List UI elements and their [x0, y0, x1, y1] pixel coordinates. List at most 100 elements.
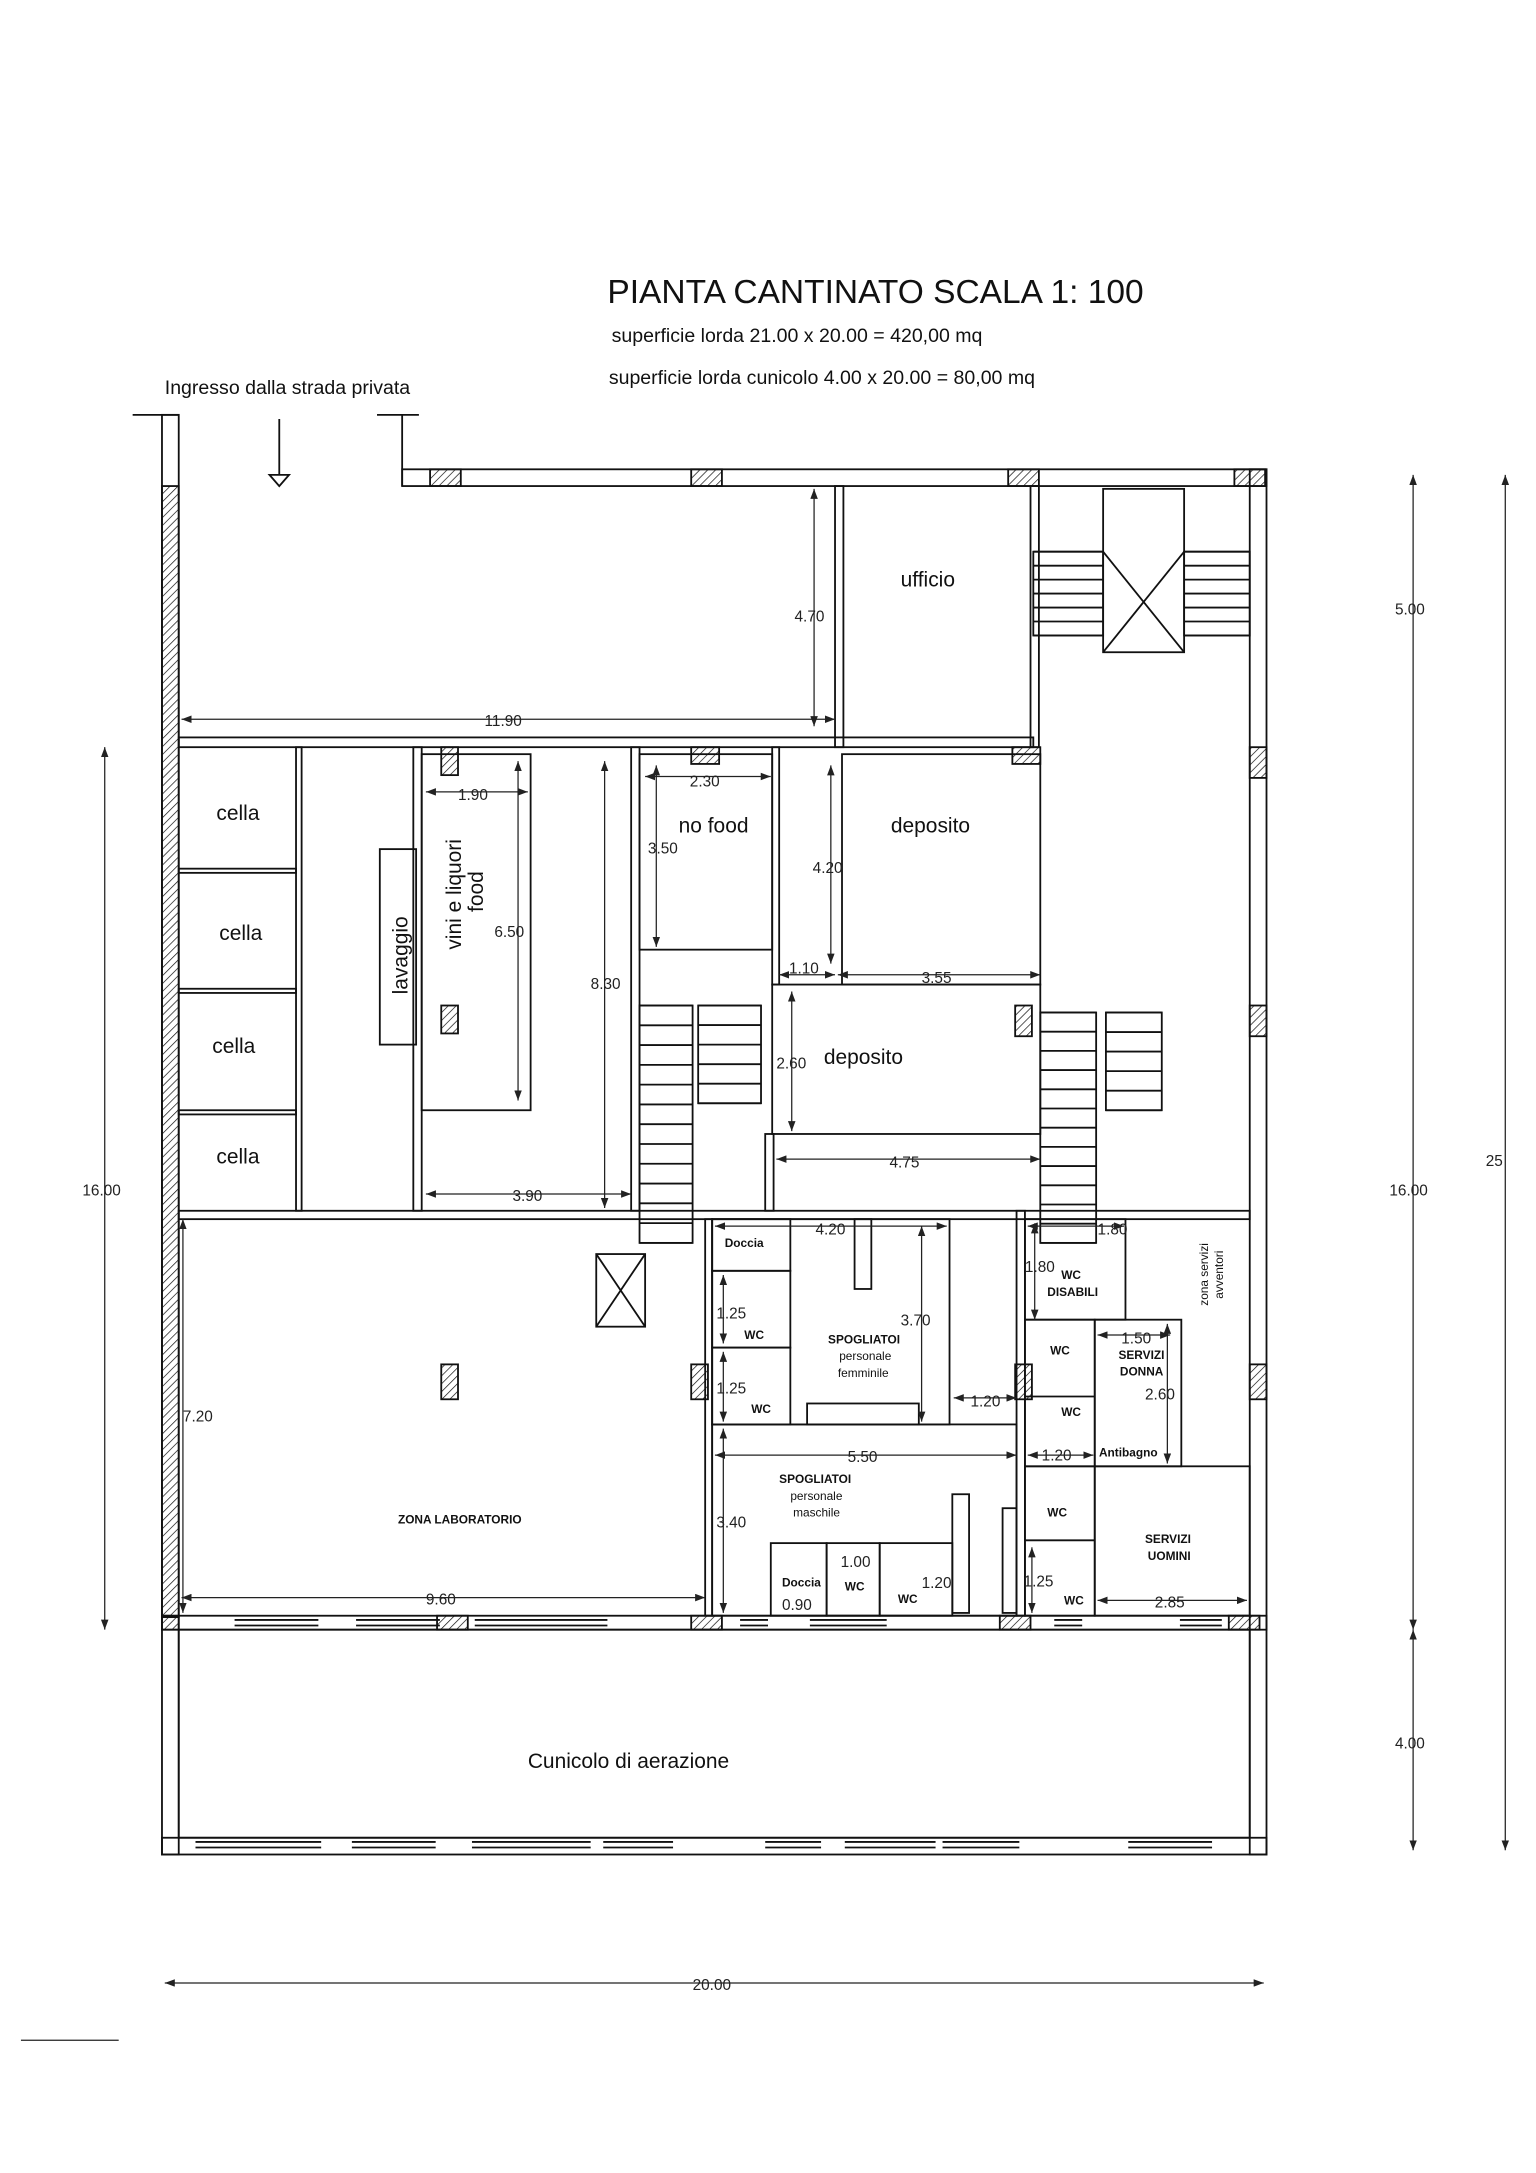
dim-label: 2.60 — [776, 1055, 806, 1072]
dim-label: 1.25 — [716, 1305, 746, 1322]
hatched-pillar — [690, 468, 723, 487]
hatched-pillar — [998, 1614, 1032, 1631]
entrance-label: Ingresso dalla strada privata — [165, 377, 410, 399]
dim-label: 4.20 — [813, 860, 843, 877]
room-deposito-1: deposito — [891, 814, 970, 837]
cunicolo — [177, 1628, 1251, 1839]
partition-cella — [177, 987, 297, 994]
room-wc-m2: WC — [898, 1592, 918, 1606]
hatched-pillar — [440, 746, 459, 777]
stair-outline — [638, 1004, 694, 1244]
partition-stair — [1029, 485, 1040, 749]
hatched-pillar — [1248, 1363, 1268, 1401]
dim-label: 16.00 — [1389, 1182, 1427, 1199]
dim-label: 7.20 — [183, 1409, 213, 1426]
dim-label: 5.50 — [848, 1449, 878, 1466]
room-cella-1: cella — [216, 802, 259, 825]
hatched-pillar — [1248, 746, 1268, 779]
dim-label: 1.25 — [716, 1381, 746, 1398]
dim-label: 1.50 — [1121, 1330, 1151, 1347]
room-spogliatoi-m-maschile: maschile — [793, 1506, 840, 1520]
bench — [951, 1493, 970, 1614]
dim-label: 0.90 — [782, 1597, 812, 1614]
partition — [771, 746, 781, 986]
stair-outline — [1105, 1011, 1163, 1112]
partition-cella — [177, 867, 297, 874]
dim-label: 11.90 — [485, 713, 522, 730]
dim-label: 2.30 — [690, 773, 720, 790]
room-deposito — [841, 753, 1042, 986]
staircase-left — [638, 1004, 694, 1244]
hatched-pillar — [440, 1363, 459, 1401]
staircase-top-right — [1183, 550, 1251, 637]
staircase-top-left — [1032, 550, 1105, 637]
partition-cella — [177, 1109, 297, 1116]
partition — [177, 736, 1035, 749]
partition — [764, 1133, 775, 1212]
zona-servizi-line1: zona servizi — [1197, 1243, 1211, 1306]
dim-label: 4.70 — [795, 609, 825, 626]
room-wc-f2: WC — [751, 1402, 771, 1416]
dim-label: 3.55 — [922, 970, 952, 987]
east-wall — [1248, 468, 1268, 1856]
dim-label: 1.90 — [458, 787, 488, 804]
hatched-pillar — [1014, 1363, 1033, 1401]
bench — [806, 1402, 920, 1426]
room-cunicolo: Cunicolo di aerazione — [528, 1750, 729, 1773]
area-line-1: superficie lorda 21.00 x 20.00 = 420,00 … — [612, 325, 983, 347]
room-spogliatoi-m-personale: personale — [790, 1489, 842, 1503]
room-vini-line2: food — [465, 871, 488, 912]
room-wc-donna — [1024, 1318, 1096, 1468]
dim-label: 6.50 — [494, 924, 524, 941]
staircase-right-b — [1105, 1011, 1163, 1112]
room-vini-line1: vini e liquori — [443, 839, 466, 950]
dim-label: 1.20 — [970, 1393, 1000, 1410]
cunicolo-south-wall — [161, 1836, 1268, 1856]
dim-label: 9.60 — [426, 1592, 456, 1609]
partition — [1015, 1209, 1026, 1617]
lab-shaft — [595, 1253, 647, 1328]
staircase-left-b — [697, 1004, 762, 1105]
dimension-lines — [20, 474, 1510, 2041]
room-lavaggio: lavaggio — [390, 916, 413, 994]
room-antibagno: Antibagno — [1099, 1446, 1158, 1460]
dim-label: 1.80 — [1025, 1259, 1055, 1276]
dim-label: 4.75 — [889, 1154, 919, 1171]
room-vini — [420, 753, 532, 1112]
room-doccia-f: Doccia — [725, 1236, 764, 1250]
room-ufficio: ufficio — [901, 569, 955, 592]
stair-outline — [1039, 1011, 1098, 1244]
room-laboratorio: ZONA LABORATORIO — [398, 1513, 522, 1527]
dim-label: 3.90 — [512, 1188, 542, 1205]
hatched-pillar — [1007, 468, 1040, 487]
dim-label: 2.60 — [1145, 1386, 1175, 1403]
room-doccia-m: Doccia — [782, 1575, 821, 1589]
room-cella-2: cella — [219, 922, 262, 945]
hatched-pillar — [1011, 746, 1042, 765]
hatched-pillar — [690, 1363, 709, 1401]
room-spogliatoi-f-femminile: femminile — [838, 1366, 889, 1380]
hatched-pillar — [1227, 1614, 1261, 1631]
hatched-pillar — [1014, 1004, 1033, 1038]
lab-x — [595, 1253, 646, 1328]
room-wc-m1: WC — [845, 1580, 865, 1594]
dim-label: 3.50 — [648, 840, 678, 857]
hatched-pillar — [1248, 1004, 1268, 1038]
room-cella-4: cella — [216, 1145, 259, 1168]
lift-x — [1102, 551, 1185, 653]
partition — [412, 746, 423, 1212]
dim-label: 1.10 — [789, 960, 819, 977]
hatched-pillar — [161, 485, 180, 1619]
room-no-food: no food — [679, 814, 749, 837]
lavaggio-counter — [378, 848, 418, 1046]
room-deposito-2 — [771, 983, 1042, 1135]
hatched-pillar — [161, 1614, 180, 1631]
hatched-pillar — [690, 746, 721, 765]
dim-label: 8.30 — [591, 976, 621, 993]
room-cella-3: cella — [212, 1035, 255, 1058]
partition-ufficio — [834, 485, 845, 749]
hatched-pillar — [690, 1614, 723, 1631]
dim-label: 1.20 — [922, 1575, 952, 1592]
plan-title: PIANTA CANTINATO SCALA 1: 100 — [607, 274, 1143, 311]
